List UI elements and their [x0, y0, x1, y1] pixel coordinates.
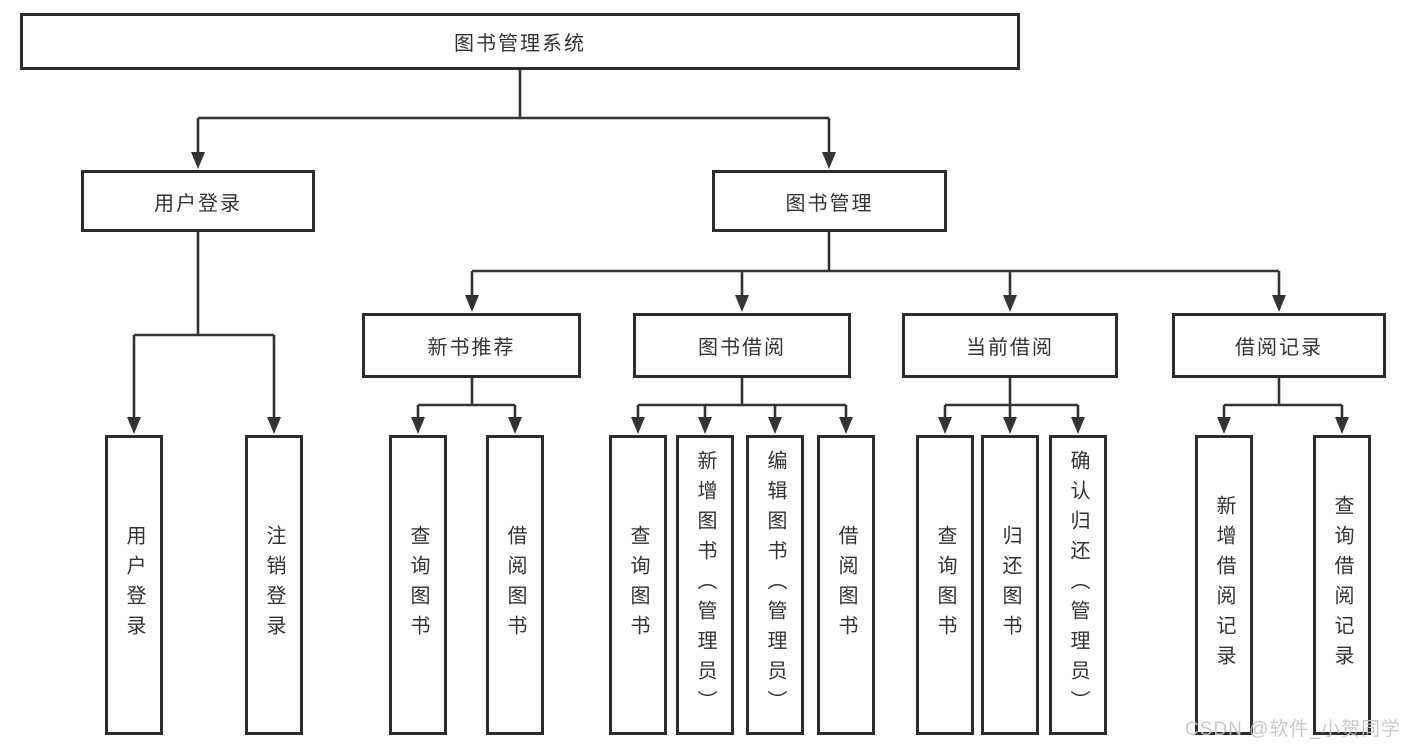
node-new-book-recommendation: 新书推荐	[362, 313, 581, 378]
csdn-watermark: CSDN @软件_小贺同学	[1185, 719, 1401, 740]
connector-line	[943, 378, 1080, 420]
node-search-books-current: 查询图书	[916, 435, 974, 735]
node-book-borrowing: 图书借阅	[633, 313, 851, 378]
connector-line	[470, 232, 1281, 298]
node-search-borrow-record: 查询借阅记录	[1313, 435, 1371, 735]
connector-user-login-children	[127, 232, 281, 434]
arrow-down-icon	[839, 417, 853, 434]
node-return-books: 归还图书	[981, 435, 1039, 735]
connector-current-borrowing-children	[938, 378, 1085, 434]
arrow-down-icon	[1272, 295, 1286, 312]
connector-root-to-level2	[191, 70, 836, 169]
node-current-borrowing: 当前借阅	[902, 313, 1118, 378]
arrow-down-icon	[1003, 417, 1017, 434]
arrow-down-icon	[735, 295, 749, 312]
node-user-login-leaf: 用户登录	[105, 435, 163, 735]
node-add-borrow-record: 新增借阅记录	[1195, 435, 1253, 735]
node-logout-leaf: 注销登录	[245, 435, 303, 735]
arrow-down-icon	[465, 295, 479, 312]
node-add-book-admin: 新增图书（管理员）	[676, 435, 734, 735]
connector-line	[636, 378, 848, 420]
connector-book-borrowing-children	[631, 378, 853, 434]
node-confirm-return-admin: 确认归还（管理员）	[1049, 435, 1107, 735]
arrow-down-icon	[267, 417, 281, 434]
node-label: 查询图书	[407, 525, 429, 645]
node-book-management-branch: 图书管理	[712, 170, 947, 232]
arrow-down-icon	[127, 417, 141, 434]
node-edit-book-admin: 编辑图书（管理员）	[746, 435, 804, 735]
connector-borrowing-records-children	[1217, 378, 1349, 434]
node-label: 新增借阅记录	[1213, 495, 1235, 675]
node-label: 注销登录	[263, 525, 285, 645]
connector-new-book-children	[411, 378, 522, 434]
node-borrowing-records: 借阅记录	[1172, 313, 1386, 378]
arrow-down-icon	[1217, 417, 1231, 434]
connector-line	[416, 378, 517, 420]
node-label: 归还图书	[999, 525, 1021, 645]
node-label: 借阅图书	[835, 525, 857, 645]
arrow-down-icon	[411, 417, 425, 434]
connector-book-management-children	[465, 232, 1286, 312]
arrow-down-icon	[1003, 295, 1017, 312]
arrow-down-icon	[1071, 417, 1085, 434]
arrow-down-icon	[631, 417, 645, 434]
node-search-books-recommend: 查询图书	[389, 435, 447, 735]
connector-line	[1222, 378, 1344, 420]
node-label: 查询图书	[934, 525, 956, 645]
arrow-down-icon	[191, 152, 205, 169]
arrow-down-icon	[768, 417, 782, 434]
node-borrow-books-leaf: 借阅图书	[817, 435, 875, 735]
node-label: 用户登录	[123, 525, 145, 645]
node-label: 新增图书（管理员）	[694, 450, 716, 720]
node-library-management-system: 图书管理系统	[20, 13, 1020, 70]
node-label: 借阅图书	[504, 525, 526, 645]
arrow-down-icon	[938, 417, 952, 434]
node-search-books-borrowing: 查询图书	[609, 435, 667, 735]
arrow-down-icon	[822, 152, 836, 169]
arrow-down-icon	[508, 417, 522, 434]
node-label: 确认归还（管理员）	[1067, 450, 1089, 720]
arrow-down-icon	[1335, 417, 1349, 434]
connector-line	[196, 70, 831, 156]
arrow-down-icon	[698, 417, 712, 434]
connector-line	[132, 232, 276, 420]
node-label: 编辑图书（管理员）	[764, 450, 786, 720]
node-label: 查询图书	[627, 525, 649, 645]
node-borrow-books-recommend: 借阅图书	[486, 435, 544, 735]
node-label: 查询借阅记录	[1331, 495, 1353, 675]
node-user-login-branch: 用户登录	[81, 170, 315, 232]
